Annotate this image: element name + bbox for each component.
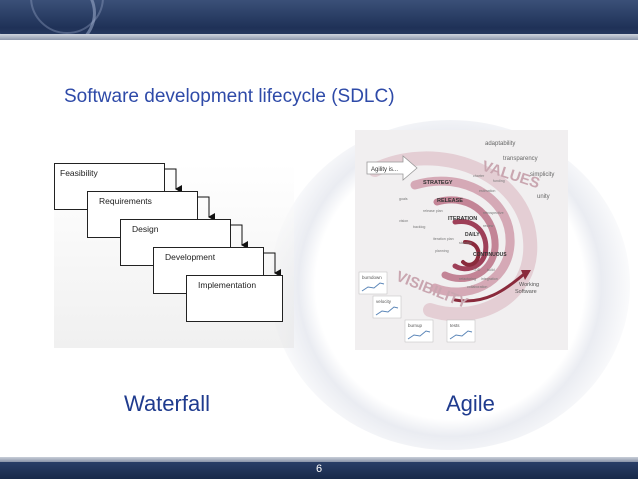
spiral-outer [368,151,538,322]
level-release: RELEASE [437,198,463,204]
agile-practice-label: goals [399,197,408,201]
value-unity: unity [537,194,550,200]
waterfall-arrow-1 [164,168,182,193]
metric-label-burndown: burndown [362,275,382,280]
agile-practice-label: collaboration [467,285,487,289]
agile-caption: Agile [446,391,495,416]
header-stripe [0,34,638,40]
spiral-release [410,176,515,297]
waterfall-label-implementation: Implementation [198,280,256,290]
metric-sparkline-velocity [375,306,399,316]
agile-practice-label: planning [435,249,449,253]
spiral-continuous [461,240,481,267]
waterfall-arrow-3 [230,224,248,249]
outcome-arrow [453,273,525,303]
level-iteration: ITERATION [448,216,477,222]
level-daily: DAILY [465,232,480,238]
agile-diagram: Agility is... STRATEGY RELEASE ITERATION… [355,130,568,350]
metric-label-burnup: burnup [408,323,423,328]
footer-bar: 6 [0,457,638,479]
waterfall-label-development: Development [165,252,216,262]
agile-practice-label: standup [459,241,472,245]
outcome-line2: Software [515,289,537,295]
outcome-arrowhead [521,270,531,280]
agile-practice-label: backlog [413,225,425,229]
agile-practice-label: refactoring [459,277,476,281]
agile-practice-label: iteration plan [433,237,454,241]
value-adaptability: adaptability [485,141,515,147]
header-bar [0,0,638,40]
metric-sparkline-tests [449,330,473,340]
page-number: 6 [315,463,323,475]
metric-label-tests: tests [450,323,460,328]
agile-practice-label: retrospective [483,211,504,215]
metric-sparkline-burnup [407,330,431,340]
value-transparency: transparency [503,156,538,162]
waterfall-box-implementation [186,275,283,322]
spiral-iteration [433,196,499,282]
agile-practice-label: review [483,224,494,228]
footer-stripe [0,457,638,462]
level-continuous: CONTINUOUS [473,252,507,258]
agile-practice-label: release plan [423,209,443,213]
slide-title: Software development lifecycle (SDLC) [64,86,395,107]
value-simplicity: simplicity [530,172,554,178]
agile-practice-label: funding [493,179,505,183]
agile-practice-label: vision [399,219,408,223]
agile-practice-label: estimation [479,189,495,193]
metric-sparkline-burndown [361,282,385,292]
metric-label-velocity: velocity [376,299,392,304]
spiral-daily [452,219,489,272]
outcome-line1: Working [519,282,539,288]
agile-practice-label: charter [473,174,485,178]
waterfall-caption: Waterfall [124,391,210,416]
intro-arrow [366,155,418,181]
waterfall-arrow-2 [197,196,215,221]
agile-practice-label: integration [481,277,498,281]
agile-practice-label: TDD [473,268,481,272]
waterfall-arrow-4 [263,252,281,277]
waterfall-diagram: FeasibilityRequirementsDesignDevelopment… [54,163,294,348]
waterfall-label-design: Design [132,224,159,234]
waterfall-label-feasibility: Feasibility [60,168,99,178]
waterfall-label-requirements: Requirements [99,196,152,206]
level-strategy: STRATEGY [423,180,453,186]
agile-practice-label: build [487,268,495,272]
intro-text: Agility is... [371,167,398,173]
